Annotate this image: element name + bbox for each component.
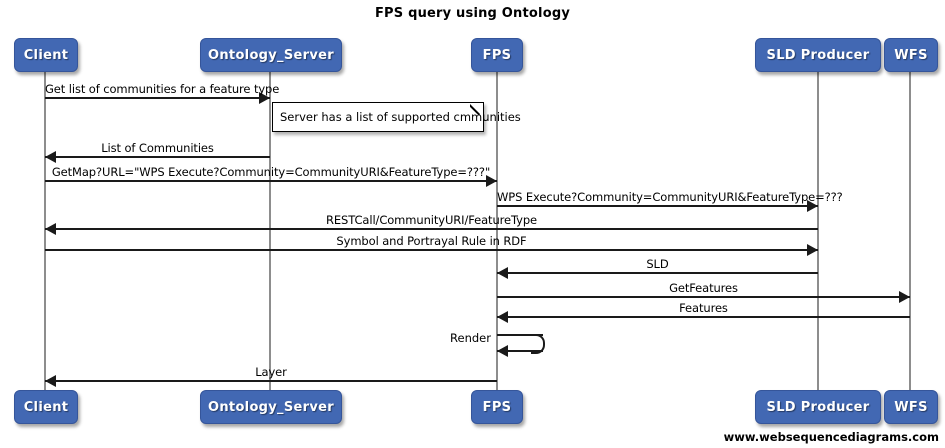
actor-box-ontology-bottom[interactable]: Ontology_Server [200,390,342,424]
message-arrowhead-left [45,151,56,163]
actor-box-fps-top[interactable]: FPS [471,38,523,72]
lifeline-wfs [909,72,911,390]
message-arrowhead-right [899,291,910,303]
message-label: List of Communities [101,141,214,155]
message-line [497,316,910,318]
message-arrowhead-right [807,200,818,212]
message-line [497,205,818,207]
message-line [45,97,270,99]
actor-box-sld-top[interactable]: SLD Producer [755,38,881,72]
message-arrowhead-left [45,223,56,235]
message-label: GetFeatures [669,281,738,295]
actor-box-sld-bottom[interactable]: SLD Producer [755,390,881,424]
message-label: SLD [646,257,669,271]
message-arrowhead-left [497,311,508,323]
note-fold-line-icon [470,103,483,116]
message-line [45,380,497,382]
self-message-bottom-line [497,350,543,352]
message-label: RESTCall/CommunityURI/FeatureType [325,213,538,227]
self-message-top-line [497,334,543,336]
message-line [45,180,497,182]
diagram-title: FPS query using Ontology [374,6,571,21]
self-message-arrowhead [497,345,508,357]
actor-box-ontology-top[interactable]: Ontology_Server [200,38,342,72]
message-line [497,272,818,274]
message-line [45,156,270,158]
message-label: Layer [255,365,287,379]
message-label: GetMap?URL="WPS Execute?Community=Commun… [51,165,491,179]
message-label: Symbol and Portrayal Rule in RDF [336,234,527,248]
actor-box-wfs-top[interactable]: WFS [884,38,938,72]
message-line [45,228,818,230]
lifeline-sld [817,72,819,390]
message-line [497,296,910,298]
self-message-loop [531,334,545,354]
message-line [45,249,818,251]
note-text: Server has a list of supported cmmunitie… [280,110,521,124]
actor-box-client-top[interactable]: Client [14,38,78,72]
actor-box-wfs-bottom[interactable]: WFS [884,390,938,424]
actor-box-fps-bottom[interactable]: FPS [471,390,523,424]
watermark-footer: www.websequencediagrams.com [723,430,939,444]
self-message-label: Render [450,331,491,345]
message-label: Features [679,301,728,315]
message-arrowhead-left [45,375,56,387]
actor-box-client-bottom[interactable]: Client [14,390,78,424]
message-arrowhead-right [486,175,497,187]
message-arrowhead-left [497,267,508,279]
message-arrowhead-right [259,92,270,104]
lifeline-fps [496,72,498,390]
lifeline-ontology [269,72,271,390]
message-arrowhead-right [807,244,818,256]
note-box: Server has a list of supported cmmunitie… [272,102,521,132]
message-label: Get list of communities for a feature ty… [45,82,280,96]
message-label: WPS Execute?Community=CommunityURI&Featu… [497,190,843,204]
